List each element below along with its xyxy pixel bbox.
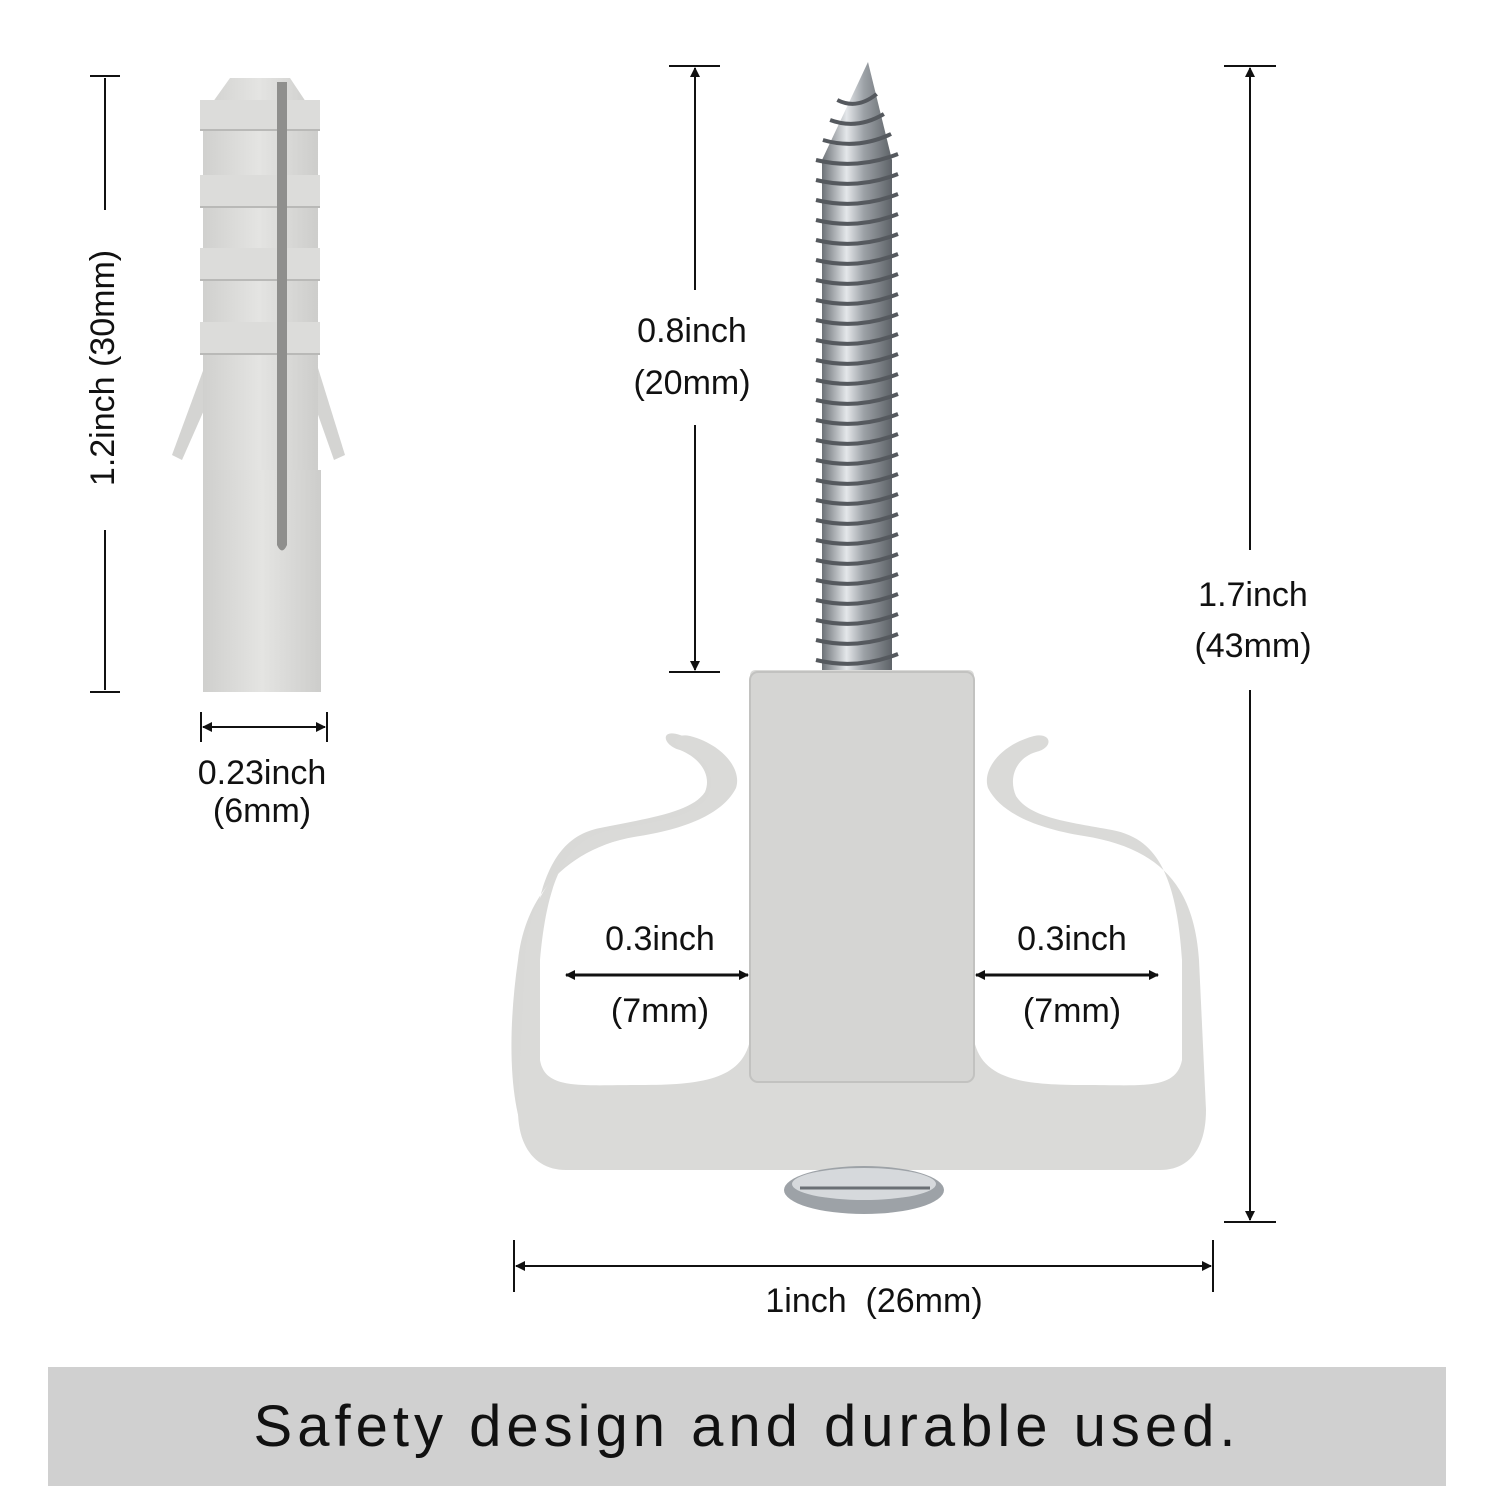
screw-thread bbox=[815, 552, 899, 566]
screw-thread bbox=[815, 192, 899, 206]
screw-length-label: 0.8inch bbox=[637, 312, 747, 350]
anchor-length-label: 1.2inch (30mm) bbox=[84, 250, 122, 486]
screw-thread bbox=[815, 472, 899, 486]
anchor-width-label: 0.23inch bbox=[198, 754, 327, 792]
screw-thread bbox=[836, 92, 878, 106]
total-height-dimension: 1.7inch (43mm) bbox=[1194, 65, 1312, 1223]
screw-thread bbox=[829, 112, 885, 126]
screw-thread bbox=[815, 452, 899, 466]
total-height-label: 1.7inch bbox=[1198, 576, 1308, 614]
screw-thread bbox=[815, 172, 899, 186]
anchor-width-dimension: 0.23inch (6mm) bbox=[198, 712, 328, 830]
base-width-label: 1inch (26mm) bbox=[765, 1282, 982, 1320]
screw-thread bbox=[815, 332, 899, 346]
right-gap-dimension: 0.3inch (7mm) bbox=[975, 920, 1159, 1030]
caption-text: Safety design and durable used. bbox=[253, 1394, 1241, 1459]
screw-thread bbox=[815, 252, 899, 266]
screw-thread bbox=[815, 392, 899, 406]
right-gap-label: 0.3inch bbox=[1017, 920, 1127, 958]
screw-thread bbox=[815, 372, 899, 386]
screw-length-dimension: 0.8inch (20mm) bbox=[633, 65, 751, 673]
left-gap-dimension: 0.3inch (7mm) bbox=[565, 920, 749, 1030]
screw-thread bbox=[815, 492, 899, 506]
screw-thread bbox=[815, 212, 899, 226]
screw-thread bbox=[815, 152, 899, 166]
screw-length-mm-label: (20mm) bbox=[633, 364, 750, 402]
screw-thread bbox=[815, 652, 899, 666]
screw-thread bbox=[815, 432, 899, 446]
screw-thread bbox=[822, 132, 892, 146]
screw-thread bbox=[815, 632, 899, 646]
base-width-dimension: 1inch (26mm) bbox=[513, 1240, 1214, 1320]
screw-thread bbox=[815, 292, 899, 306]
screw-thread bbox=[815, 572, 899, 586]
screw-thread bbox=[815, 532, 899, 546]
right-gap-mm-label: (7mm) bbox=[1023, 992, 1121, 1030]
total-height-mm-label: (43mm) bbox=[1194, 627, 1311, 665]
left-gap-label: 0.3inch bbox=[605, 920, 715, 958]
anchor-length-dimension: 1.2inch (30mm) bbox=[84, 75, 122, 693]
screw-thread bbox=[815, 352, 899, 366]
screw-thread bbox=[815, 612, 899, 626]
screw bbox=[815, 62, 899, 672]
anchor-width-mm-label: (6mm) bbox=[213, 792, 311, 830]
screw-thread bbox=[815, 412, 899, 426]
caption-banner: Safety design and durable used. bbox=[48, 1367, 1446, 1486]
screw-thread bbox=[815, 592, 899, 606]
screw-thread bbox=[815, 272, 899, 286]
wall-anchor bbox=[172, 78, 345, 692]
screw-thread bbox=[815, 232, 899, 246]
screw-thread bbox=[815, 312, 899, 326]
screw-thread bbox=[815, 512, 899, 526]
left-gap-mm-label: (7mm) bbox=[611, 992, 709, 1030]
hook-body bbox=[511, 670, 1206, 1214]
